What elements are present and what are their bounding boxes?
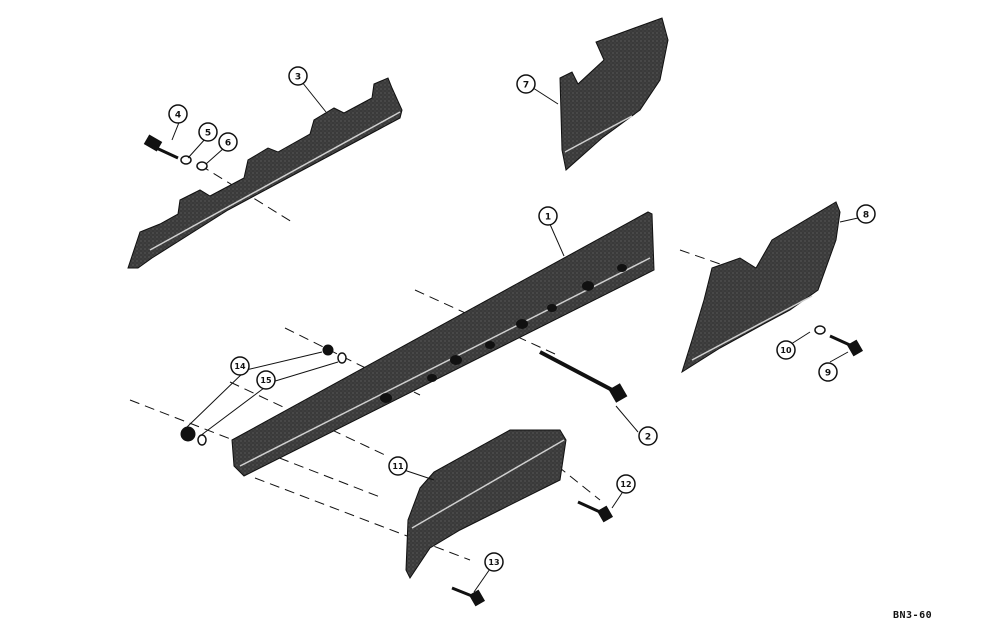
hardware: [143, 134, 864, 607]
callout-12: 12: [616, 474, 636, 494]
callout-6-label: 6: [225, 139, 231, 149]
callout-13-label: 13: [488, 558, 499, 567]
figure-id-label: BN3-60: [893, 610, 933, 621]
callout-15: 15: [256, 370, 276, 390]
callout-3: 3: [288, 66, 308, 86]
part-8-end-bit: [681, 201, 841, 374]
part-7-end-bit: [559, 17, 669, 171]
part-11-end-plate: [405, 429, 567, 579]
callout-2: 2: [638, 426, 658, 446]
callout-8-label: 8: [863, 211, 869, 221]
callout-4: 4: [168, 104, 188, 124]
callout-10: 10: [776, 340, 796, 360]
callout-7-label: 7: [523, 81, 529, 91]
callout-1: 1: [538, 206, 558, 226]
callout-12-label: 12: [620, 480, 631, 489]
callout-9-label: 9: [825, 369, 831, 379]
callout-14-label: 14: [234, 362, 246, 371]
part-3-cutting-edge-strip: [127, 77, 403, 269]
callout-9: 9: [818, 362, 838, 382]
callout-10-label: 10: [780, 346, 792, 355]
callout-2-label: 2: [645, 433, 651, 443]
callout-6: 6: [218, 132, 238, 152]
callout-3-label: 3: [295, 73, 301, 83]
callout-7: 7: [516, 74, 536, 94]
callout-13: 13: [484, 552, 504, 572]
callout-11: 11: [388, 456, 408, 476]
callout-5: 5: [198, 122, 218, 142]
callout-14: 14: [230, 356, 250, 376]
callouts: 1 2 3 4 5 6 7 8 9 10 11 12 13 14 15: [168, 66, 876, 572]
part-1-cutting-edge: [231, 211, 655, 477]
callout-5-label: 5: [205, 129, 211, 139]
callout-15-label: 15: [260, 376, 272, 385]
callout-11-label: 11: [392, 462, 404, 471]
callout-4-label: 4: [175, 111, 181, 121]
leader-lines: [171, 81, 859, 593]
callout-1-label: 1: [545, 213, 551, 223]
callout-8: 8: [856, 204, 876, 224]
